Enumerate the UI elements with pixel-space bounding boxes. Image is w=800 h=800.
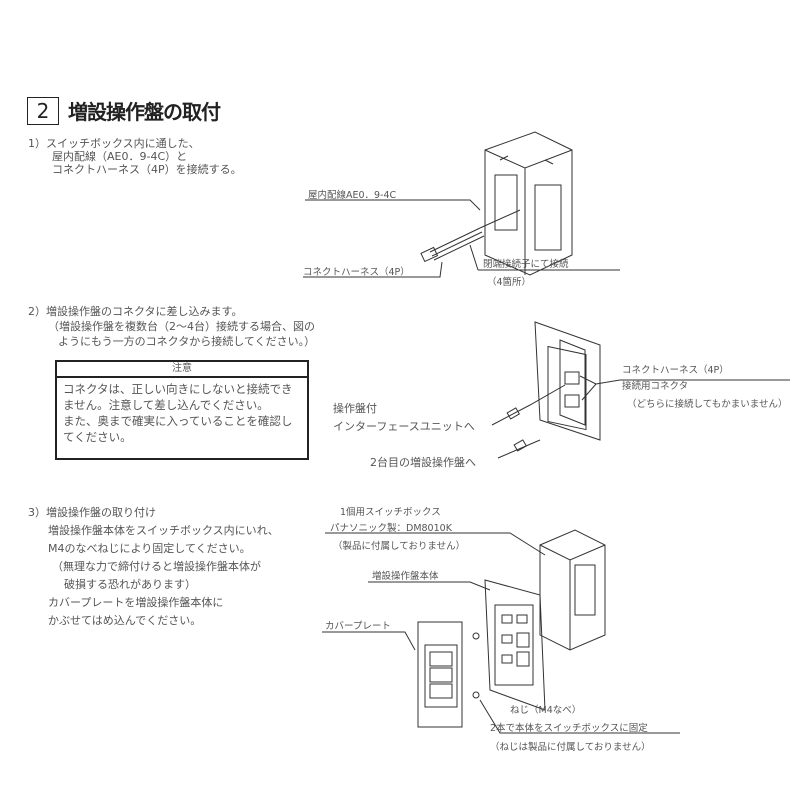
caution-line: また、奥まで確実に入っていることを確認し <box>63 414 293 428</box>
label-screw: ねじ（M4なべ） <box>510 705 582 716</box>
section-number: 2 <box>27 97 59 125</box>
leader-line <box>303 261 443 278</box>
operation-panel-body-drawing <box>484 579 546 711</box>
label-not-included: （製品に付属しておりません） <box>333 541 466 552</box>
switch-box-drawing <box>484 131 573 276</box>
step3-line: かぶせてはめ込んでください。 <box>48 614 202 627</box>
label-switch-box-model: パナソニック製：DM8010K <box>330 523 452 534</box>
caution-line: ません。注意して差し込んでください。 <box>63 398 269 412</box>
step3-line: 破損する恐れがあります） <box>64 578 196 591</box>
leader-line <box>579 375 790 401</box>
label-wire: 屋内配線AE0．9-4C <box>308 190 397 201</box>
leader-line <box>325 532 546 556</box>
label-count: （4箇所） <box>487 277 532 288</box>
leader-line <box>479 699 680 734</box>
label-to-interface: 操作盤付 <box>333 402 377 415</box>
step1-line: コネクトハーネス（4P）を接続する。 <box>52 163 242 176</box>
label-to-interface: インターフェースユニットへ <box>333 420 475 433</box>
leader-line <box>305 199 481 211</box>
cover-plate-drawing <box>417 621 463 728</box>
switch-box-drawing-2 <box>539 529 606 651</box>
label-to-second: 2台目の増設操作盤へ <box>370 456 476 469</box>
leader-line <box>469 244 620 271</box>
label-panel-body: 増設操作盤本体 <box>372 571 439 582</box>
panel-back-drawing <box>534 321 601 441</box>
step2-line: （増設操作盤を複数台（2～4台）接続する場合、図の <box>48 320 315 333</box>
label-screw-fix: 2本で本体をスイッチボックスに固定 <box>490 723 648 734</box>
step3-line: カバープレートを増設操作盤本体に <box>48 596 224 609</box>
section-title: 増設操作盤の取付 <box>68 100 221 124</box>
label-harness: コネクトハーネス（4P） <box>303 267 410 278</box>
connector-icon <box>513 439 528 452</box>
label-connector: 接続用コネクタ <box>622 381 689 392</box>
label-cover-plate: カバープレート <box>325 621 391 632</box>
label-connector: 閉端接続子にて接続 <box>483 259 569 270</box>
step3-line: 3）増設操作盤の取り付け <box>28 506 156 519</box>
connector-icon <box>506 407 521 420</box>
cable-line <box>491 384 566 459</box>
label-switch-box: 1個用スイッチボックス <box>340 507 441 518</box>
harness-drawing <box>420 209 521 263</box>
label-harness-4p: コネクトハーネス（4P） <box>622 365 729 376</box>
caution-header: 注意 <box>57 362 307 378</box>
step2-line: ようにもう一方のコネクタから接続してください。） <box>58 335 316 348</box>
leader-line <box>322 631 416 651</box>
caution-box: 注意 コネクタは、正しい向きにしないと接続でき ません。注意して差し込んでくださ… <box>55 360 309 460</box>
screw-icon <box>472 632 480 640</box>
label-either: （どちらに接続してもかまいません） <box>627 399 788 410</box>
step3-line: 増設操作盤本体をスイッチボックス内にいれ、 <box>48 524 279 537</box>
step1-line: 1）スイッチボックス内に通した、 <box>28 137 200 150</box>
step1-line: 屋内配線（AE0．9-4C）と <box>52 150 188 163</box>
leader-line <box>368 581 491 591</box>
step2-line: 2）増設操作盤のコネクタに差し込みます。 <box>28 305 243 318</box>
label-screw-not-included: （ねじは製品に付属しておりません） <box>490 742 651 753</box>
step3-line: M4のなべねじにより固定してください。 <box>48 542 251 555</box>
caution-line: コネクタは、正しい向きにしないと接続でき <box>63 382 293 396</box>
caution-line: てください。 <box>63 430 132 444</box>
screw-icon <box>472 691 480 699</box>
step3-line: （無理な力で締付けると増設操作盤本体が <box>52 560 261 573</box>
